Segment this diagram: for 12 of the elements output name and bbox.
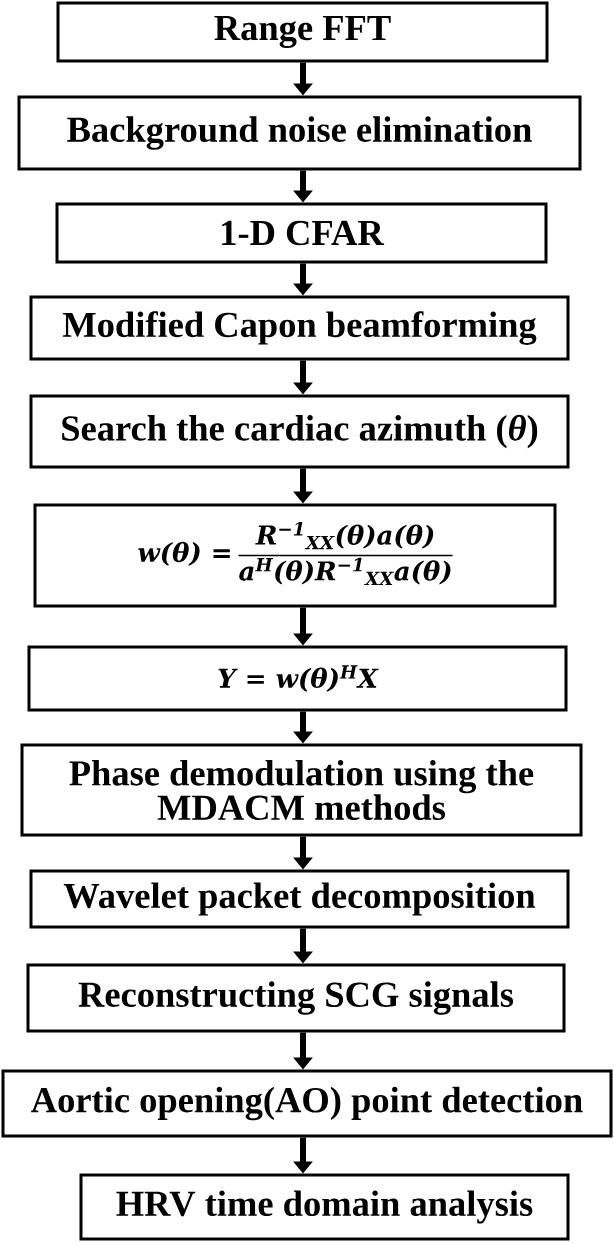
process-box: Range FFT (56, 1, 549, 63)
formula-box: Y = w(θ)$^{H}$X (27, 645, 568, 712)
process-box: Phase demodulation using the MDACM methods (20, 743, 583, 837)
process-box: Search the cardiac azimuth (θ) (29, 394, 570, 469)
process-box: Aortic opening(AO) point detection (1, 1069, 613, 1138)
process-box: Modified Capon beamforming (29, 295, 570, 361)
process-box: Wavelet packet decomposition (29, 869, 570, 929)
formula-box: w(θ) = R$^{−1}$$_{XX}$(θ)a(θ) a$^{H}$(θ)R$^{−1}$$_{XX}$a(θ) (33, 503, 557, 608)
process-box: Reconstructing SCG signals (26, 963, 566, 1033)
process-box: Background noise elimination (17, 95, 582, 171)
process-box: HRV time domain analysis (79, 1173, 570, 1241)
process-box: 1-D CFAR (55, 202, 548, 264)
